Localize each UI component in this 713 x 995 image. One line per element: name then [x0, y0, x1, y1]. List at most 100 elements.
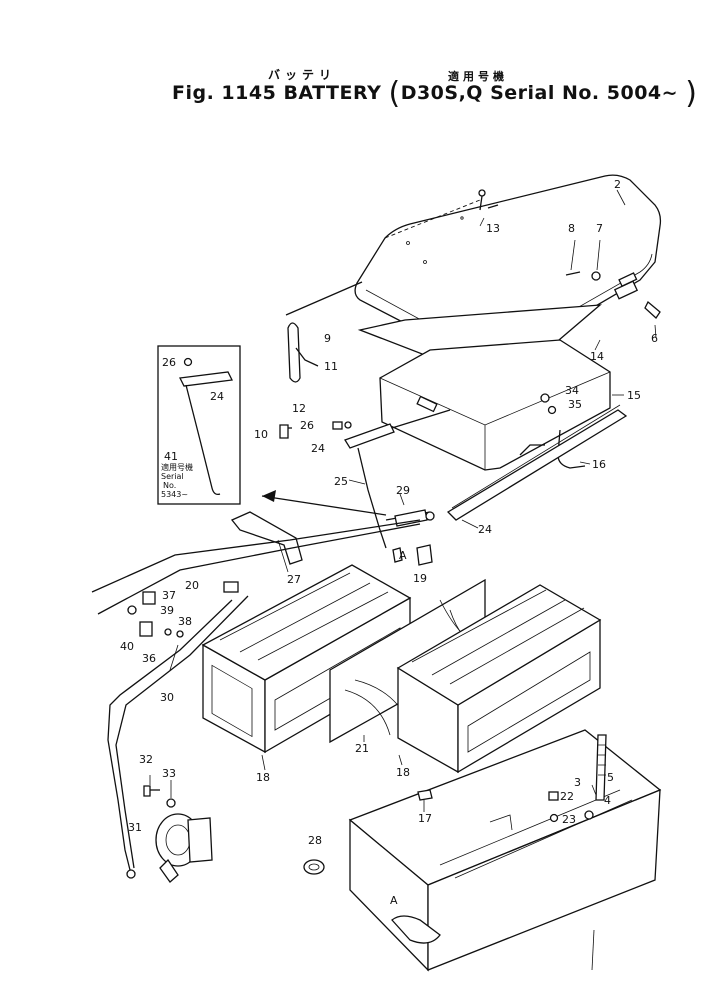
clip-37 [142, 591, 156, 605]
inset-line-4: 5343~ [161, 490, 188, 499]
leader-6 [654, 324, 657, 339]
inset-detail-box [157, 345, 241, 505]
nut-7 [591, 271, 601, 281]
leader-8 [570, 239, 576, 271]
latch-rod [565, 271, 581, 276]
label-35: 35 [568, 398, 582, 411]
washer-23 [549, 813, 559, 823]
battery-right [396, 584, 602, 774]
label-34: 34 [565, 384, 579, 397]
label-11: 11 [324, 360, 338, 373]
rod-3-thread [598, 744, 606, 776]
washer-35 [547, 405, 557, 415]
label-29: 29 [396, 484, 410, 497]
label-18-right: 18 [396, 766, 410, 779]
block-26 [332, 421, 343, 430]
clip-20 [223, 581, 239, 593]
bracket-24-upper [344, 423, 395, 449]
leader-2 [616, 189, 626, 206]
grommet-28-hole [308, 863, 320, 871]
cable-25 [357, 447, 387, 549]
label-14: 14 [590, 350, 604, 363]
nut-4 [584, 810, 594, 820]
label-18-left: 18 [256, 771, 270, 784]
washer-39 [164, 628, 172, 636]
label-31: 31 [128, 821, 142, 834]
close-paren: ) [685, 76, 698, 111]
label-20: 20 [185, 579, 199, 592]
label-28: 28 [308, 834, 322, 847]
label-40: 40 [120, 640, 134, 653]
bracket-24-right [446, 404, 628, 521]
cable-29-end [425, 511, 435, 521]
label-26-inset: 26 [162, 356, 176, 369]
strap-27 [230, 511, 303, 565]
inset-notes: 適用号機 Serial No. 5343~ [161, 462, 193, 499]
leader-27 [277, 539, 289, 573]
clip-11 [295, 347, 319, 367]
inset-arrow-line [261, 495, 387, 516]
label-2: 2 [614, 178, 621, 191]
label-8: 8 [568, 222, 575, 235]
label-13: 13 [486, 222, 500, 235]
label-17: 17 [418, 812, 432, 825]
label-25: 25 [334, 475, 348, 488]
cable-30-lower [115, 595, 249, 869]
grommet-28 [303, 859, 325, 875]
bolt-32-head [143, 785, 151, 797]
bolt-17 [417, 789, 433, 801]
label-5: 5 [607, 771, 614, 784]
fig-model: D30S,Q [400, 82, 483, 104]
label-27: 27 [287, 573, 301, 586]
label-A-lower: A [390, 894, 398, 907]
bracket-24-upper-arm [391, 409, 451, 429]
nut-26 [344, 421, 352, 429]
inset-line-3: No. [163, 481, 176, 490]
label-9: 9 [324, 332, 331, 345]
cable-30-terminal [126, 869, 136, 879]
label-23: 23 [562, 813, 576, 826]
rod-3 [595, 734, 607, 801]
label-36: 36 [142, 652, 156, 665]
pin-13 [487, 204, 499, 209]
leader-14 [594, 339, 601, 351]
bracket-36 [139, 621, 153, 637]
leader-13 [479, 217, 485, 227]
frame-rod-upper [91, 519, 421, 593]
inset-arrow-head [262, 490, 276, 502]
label-33: 33 [162, 767, 176, 780]
label-3: 3 [574, 776, 581, 789]
bolt-6 [644, 300, 661, 319]
label-A-upper: A [399, 549, 407, 562]
leader-18b [398, 754, 403, 766]
leader-16 [579, 461, 591, 465]
label-22: 22 [560, 790, 574, 803]
label-7: 7 [596, 222, 603, 235]
leader-cover [285, 281, 363, 316]
leader-30 [169, 644, 179, 671]
label-32: 32 [139, 753, 153, 766]
label-24-upper: 24 [311, 442, 325, 455]
block-22 [548, 791, 559, 801]
label-4: 4 [604, 794, 611, 807]
label-30: 30 [160, 691, 174, 704]
figure-title: Fig. 1145 BATTERY (D30S,Q Serial No. 500… [172, 79, 697, 109]
bolt-10-body [279, 424, 289, 439]
cable-30 [107, 599, 233, 871]
leader-18a [261, 754, 266, 771]
label-38: 38 [178, 615, 192, 628]
inner-box-15 [379, 339, 611, 471]
strap-9 [287, 322, 301, 383]
part-labels: 2 8 7 13 6 9 11 12 14 34 35 15 16 26 26 … [120, 178, 658, 907]
bolt-38 [176, 630, 184, 638]
label-41: 41 [164, 450, 178, 463]
leader-25 [348, 479, 366, 485]
frame-rod-lower [97, 523, 421, 615]
open-paren: ( [388, 76, 401, 111]
label-24-right: 24 [478, 523, 492, 536]
figure-header: バッテリ 適用号機 Fig. 1145 BATTERY (D30S,Q Seri… [0, 0, 713, 120]
leader-7 [596, 239, 601, 271]
label-26: 26 [300, 419, 314, 432]
label-16: 16 [592, 458, 606, 471]
